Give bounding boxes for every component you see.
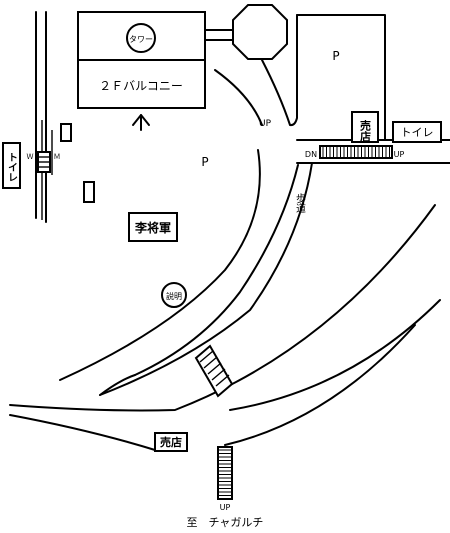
sidewalk-label: 歩道 bbox=[294, 192, 306, 213]
kiosk-box-lower bbox=[83, 181, 95, 203]
shop-bottom-box bbox=[154, 432, 188, 452]
parking-top-label: P bbox=[332, 49, 339, 63]
left-stair bbox=[37, 151, 51, 173]
left-road-lines bbox=[35, 11, 53, 223]
dn-label: DN bbox=[305, 150, 317, 159]
stairs-horizontal bbox=[296, 145, 450, 164]
sign-circle bbox=[161, 282, 187, 308]
general-li-label: 李将軍 bbox=[134, 220, 171, 235]
parking-mid-label: P bbox=[201, 155, 208, 169]
up-bottom-label: UP bbox=[220, 503, 231, 512]
shop-top-box bbox=[351, 111, 379, 143]
kiosk-box-upper bbox=[60, 123, 72, 142]
tiny-left-label-2: Ｍ bbox=[54, 153, 61, 161]
left-toilet bbox=[2, 142, 21, 189]
general-li-box bbox=[128, 212, 178, 242]
shop-bottom-label: 売店 bbox=[160, 435, 182, 449]
stairs-vertical bbox=[217, 446, 233, 500]
sidewalk-curves bbox=[9, 149, 441, 451]
toilet-right-box bbox=[392, 121, 442, 143]
shop-top-label: 売店 bbox=[359, 119, 372, 143]
sign-label: 説明 bbox=[166, 291, 182, 301]
stairs-diagonal bbox=[194, 344, 234, 398]
tower-label: タワー bbox=[129, 35, 153, 44]
toilet-left-label: トイレ bbox=[6, 152, 18, 182]
tower-building bbox=[77, 4, 288, 109]
up-right-label: UP bbox=[394, 150, 405, 159]
tiny-left-label-1: Ｗ bbox=[27, 153, 34, 161]
entrance-arrow-icon bbox=[132, 114, 150, 131]
balcony-label: ２Ｆバルコニー bbox=[99, 79, 183, 93]
toilet-right-label: トイレ bbox=[401, 126, 434, 139]
to-chagalchi-label: 至 チャガルチ bbox=[187, 516, 264, 529]
up-left-label: UP bbox=[259, 119, 272, 129]
